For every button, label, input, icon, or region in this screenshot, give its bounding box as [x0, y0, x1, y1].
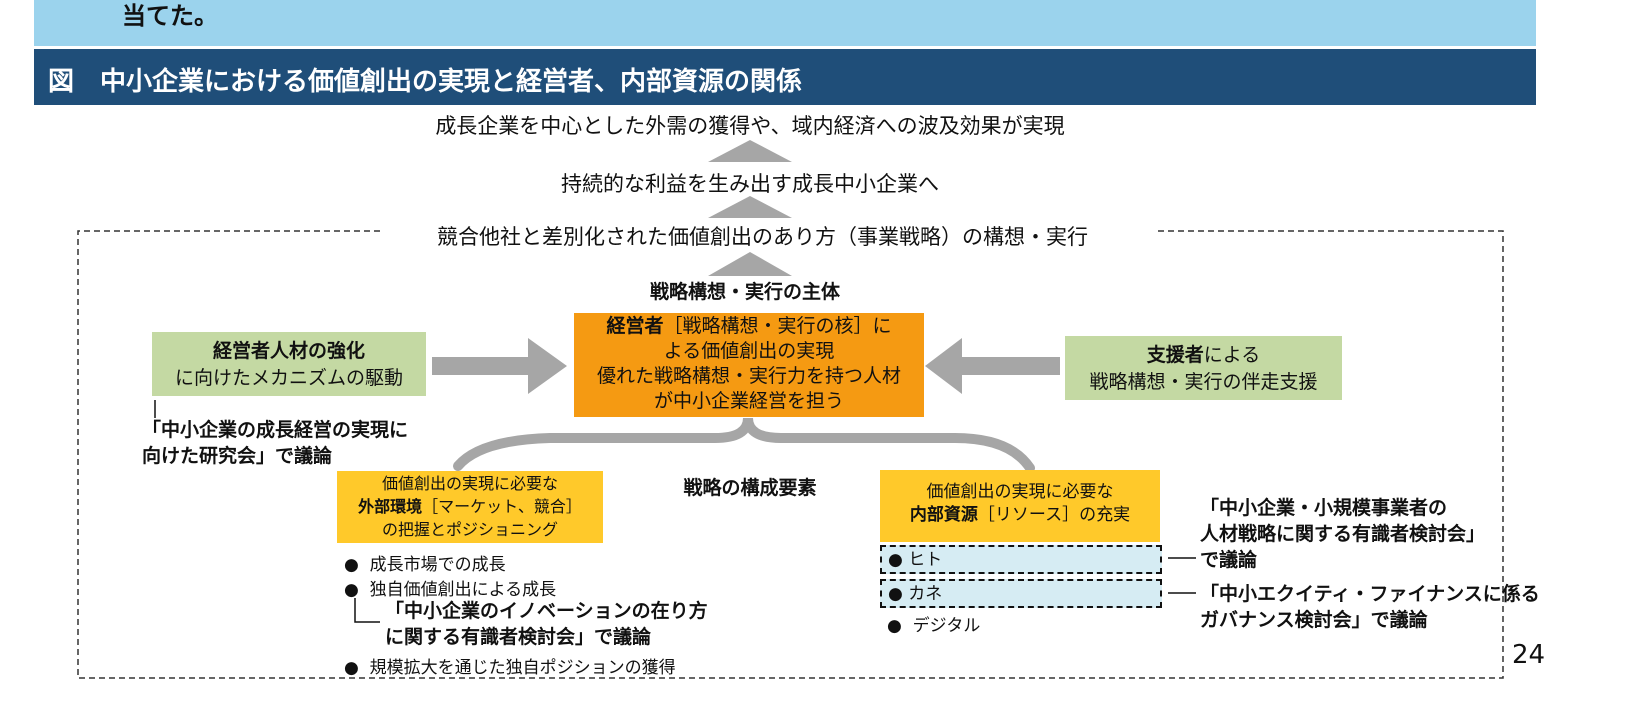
external-label: 外部環境: [358, 497, 423, 516]
page-number: 24: [1512, 640, 1546, 670]
external-bullet-1: ● 成長市場での成長: [344, 555, 506, 575]
external-note-bracket: [354, 598, 380, 623]
outcome-level-1: 成長企業を中心とした外需の獲得や、域内経済への波及効果が実現: [435, 114, 1065, 138]
left-note-line-1: 「中小企業の成長経営の実現に: [142, 419, 409, 441]
external-bullet-3: ● 規模拡大を通じた独自ポジションの獲得: [344, 658, 676, 678]
figure-title: 図 中小企業における価値創出の実現と経営者、内部資源の関係: [48, 67, 803, 97]
subject-label: 戦略構想・実行の主体: [649, 281, 840, 303]
supporter-suffix: による: [1203, 344, 1261, 366]
brace-connector: [453, 417, 1035, 473]
manager-box: 経営者［戦略構想・実行の核］に よる価値創出の実現 優れた戦略構想・実行力を持つ…: [574, 313, 924, 417]
right-note-1-line-1: 「中小企業・小規模事業者の: [1200, 497, 1448, 519]
components-label: 戦略の構成要素: [683, 477, 817, 499]
manager-line-2: よる価値創出の実現: [663, 340, 835, 362]
outcome-level-3: 競合他社と差別化された価値創出のあり方（事業戦略）の構想・実行: [437, 225, 1088, 249]
external-note-line-2: に関する有識者検討会」で議論: [385, 626, 652, 648]
resource-hito: ● ヒト: [880, 545, 1162, 574]
outcome-level-2: 持続的な利益を生み出す成長中小企業へ: [561, 172, 939, 196]
manager-line-3: 優れた戦略構想・実行力を持つ人材: [596, 365, 901, 387]
right-note-1: 「中小企業・小規模事業者の 人材戦略に関する有識者検討会」 で議論: [1200, 495, 1485, 573]
internal-detail: ［リソース］の充実: [977, 505, 1131, 525]
internal-label: 内部資源: [909, 505, 978, 525]
up-arrow-3: [708, 252, 792, 276]
left-note-line-2: 向けた研究会」で議論: [142, 445, 333, 467]
external-detail: ［マーケット、競合］: [422, 497, 582, 516]
external-line-3: の把握とポジショニング: [381, 520, 558, 539]
external-box: 価値創出の実現に必要な 外部環境［マーケット、競合］ の把握とポジショニング: [337, 471, 603, 543]
manager-core: ［戦略構想・実行の核］に: [663, 315, 892, 337]
supporter-label: 支援者: [1146, 344, 1204, 366]
up-arrow-2: [708, 196, 792, 218]
manager-talent-box: 経営者人材の強化 に向けたメカニズムの駆動: [152, 332, 426, 396]
internal-box: 価値創出の実現に必要な 内部資源［リソース］の充実: [880, 470, 1160, 542]
right-arrow: [432, 338, 567, 394]
right-note-1-line-3: で議論: [1200, 549, 1258, 571]
right-note-2: 「中小エクイティ・ファイナンスに係る ガバナンス検討会」で議論: [1200, 581, 1540, 633]
right-note-1-line-2: 人材戦略に関する有識者検討会」: [1200, 523, 1486, 545]
external-bullet-2: ● 独自価値創出による成長: [344, 580, 557, 600]
supporter-box: 支援者による 戦略構想・実行の伴走支援: [1065, 336, 1342, 400]
left-note: 「中小企業の成長経営の実現に 向けた研究会」で議論: [142, 417, 408, 469]
manager-talent-sub: に向けたメカニズムの駆動: [174, 367, 403, 389]
figure-title-bar: 図 中小企業における価値創出の実現と経営者、内部資源の関係: [34, 49, 1536, 105]
top-text: 当てた。: [122, 2, 218, 30]
external-line-1: 価値創出の実現に必要な: [381, 474, 558, 493]
resource-kane: ● カネ: [880, 579, 1162, 608]
external-note-line-1: 「中小企業のイノベーションの在り方: [385, 600, 708, 622]
up-arrow-1: [708, 140, 792, 162]
resource-digital: ● デジタル: [887, 616, 981, 636]
top-band: 当てた。: [34, 0, 1536, 46]
manager-line-4: が中小企業経営を担う: [653, 390, 844, 412]
dashed-frame: [77, 230, 1504, 679]
internal-line-1: 価値創出の実現に必要な: [926, 482, 1114, 502]
supporter-sub: 戦略構想・実行の伴走支援: [1089, 371, 1318, 393]
manager-label: 経営者: [606, 315, 664, 337]
external-note: 「中小企業のイノベーションの在り方 に関する有識者検討会」で議論: [385, 598, 708, 650]
manager-talent-title: 経営者人材の強化: [212, 340, 365, 362]
right-note-2-line-1: 「中小エクイティ・ファイナンスに係る: [1200, 583, 1540, 605]
right-note-2-line-2: ガバナンス検討会」で議論: [1200, 609, 1428, 631]
left-arrow: [925, 338, 1060, 394]
